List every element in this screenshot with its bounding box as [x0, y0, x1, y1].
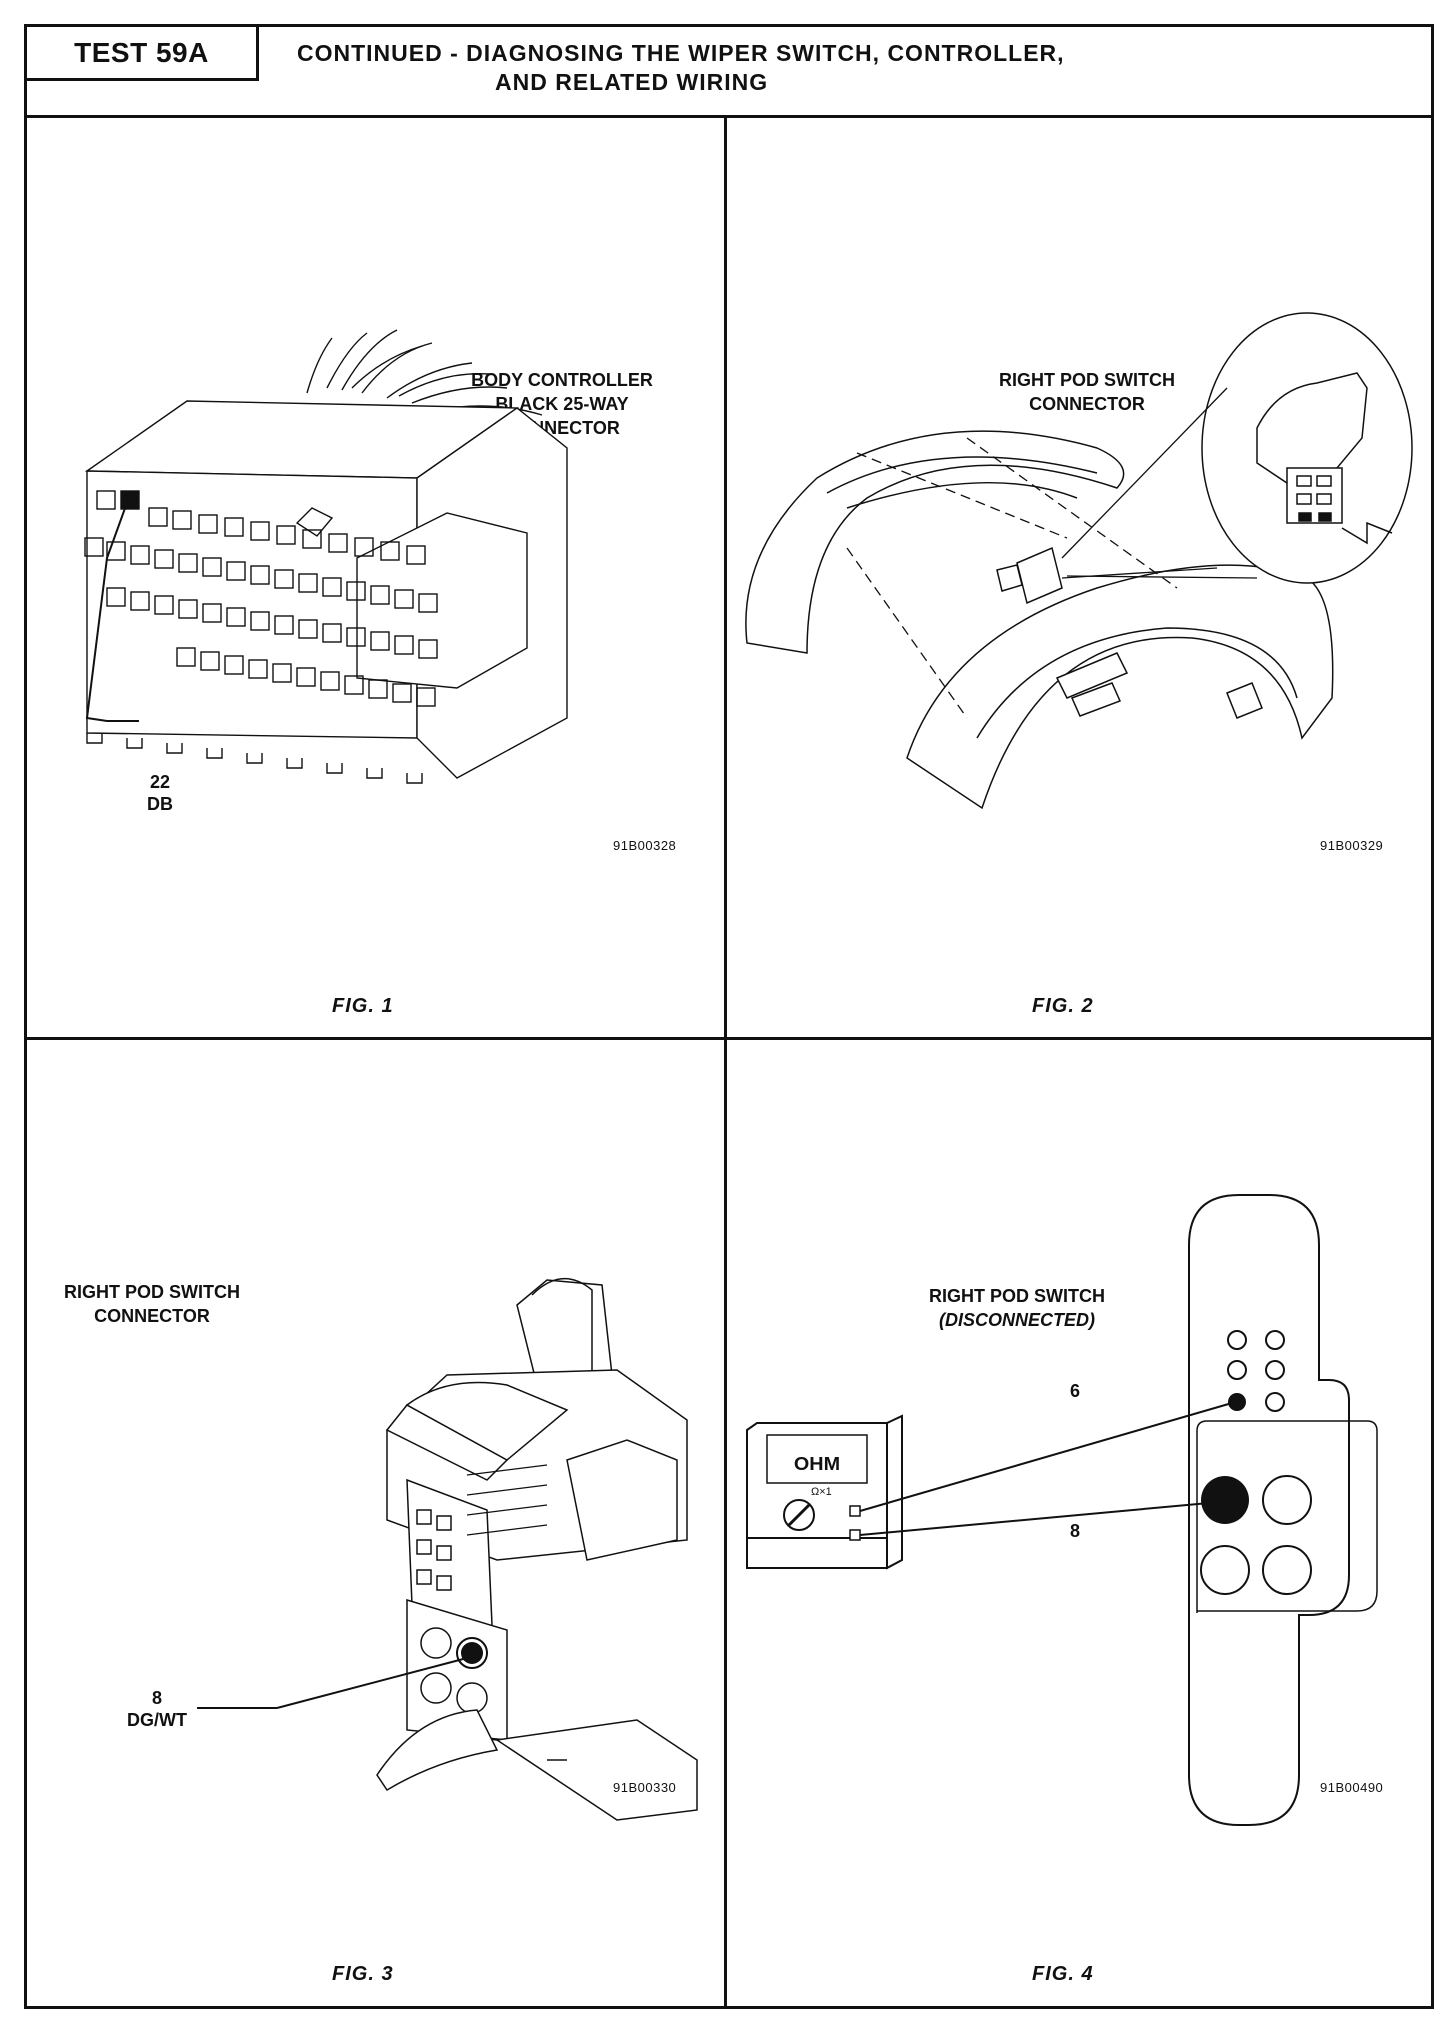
- fig3-connector-drawing: [197, 1277, 698, 1821]
- fig2-pod-switch-drawing: [745, 312, 1413, 810]
- sheet-title: CONTINUED - DIAGNOSING THE WIPER SWITCH,…: [297, 39, 1065, 97]
- fig4-part-code: 91B00490: [1320, 1780, 1384, 1795]
- vertical-divider: [724, 115, 727, 2009]
- fig1-connector-drawing: [84, 329, 568, 784]
- fig1-part-code: 91B00328: [613, 838, 677, 853]
- fig1-pin-number: 22: [149, 772, 171, 792]
- title-line-2: AND RELATED WIRING: [495, 69, 769, 95]
- test-number-box: TEST 59A: [27, 27, 259, 81]
- fig2-connector-label: RIGHT POD SWITCH CONNECTOR: [999, 370, 1175, 414]
- fig4-ohmmeter-drawing: [746, 1194, 1378, 1826]
- meter-display-text: OHM: [793, 1454, 841, 1474]
- fig3-pin-number: 8: [151, 1688, 162, 1708]
- fig3-connector-label: RIGHT POD SWITCH CONNECTOR: [64, 1282, 240, 1326]
- fig3-wire-color: DG/WT: [127, 1710, 187, 1730]
- sheet-header: TEST 59A CONTINUED - DIAGNOSING THE WIPE…: [27, 27, 1431, 118]
- figure-4-panel: RIGHT POD SWITCH (DISCONNECTED): [727, 1040, 1431, 2006]
- title-line-1: CONTINUED - DIAGNOSING THE WIPER SWITCH,…: [297, 40, 1065, 66]
- fig2-caption: FIG. 2: [1032, 995, 1094, 1017]
- fig4-pin-a: 6: [1069, 1381, 1080, 1401]
- diagnostic-sheet: TEST 59A CONTINUED - DIAGNOSING THE WIPE…: [24, 24, 1434, 2009]
- figure-1-panel: BODY CONTROLLER BLACK 25-WAY CONNECTOR: [27, 118, 724, 1037]
- figure-3-panel: RIGHT POD SWITCH CONNECTOR: [27, 1040, 724, 2006]
- meter-range-text: Ω×1: [811, 1486, 832, 1498]
- fig3-part-code: 91B00330: [613, 1780, 677, 1795]
- fig1-caption: FIG. 1: [332, 995, 394, 1017]
- horizontal-divider: [27, 1037, 1431, 1040]
- fig3-caption: FIG. 3: [332, 1963, 394, 1985]
- fig4-pin-b: 8: [1069, 1521, 1080, 1541]
- fig4-switch-label: RIGHT POD SWITCH (DISCONNECTED): [929, 1286, 1105, 1330]
- fig4-caption: FIG. 4: [1032, 1963, 1094, 1985]
- fig2-part-code: 91B00329: [1320, 838, 1384, 853]
- fig1-wire-color: DB: [147, 794, 173, 814]
- figure-2-panel: RIGHT POD SWITCH CONNECTOR: [727, 118, 1431, 1037]
